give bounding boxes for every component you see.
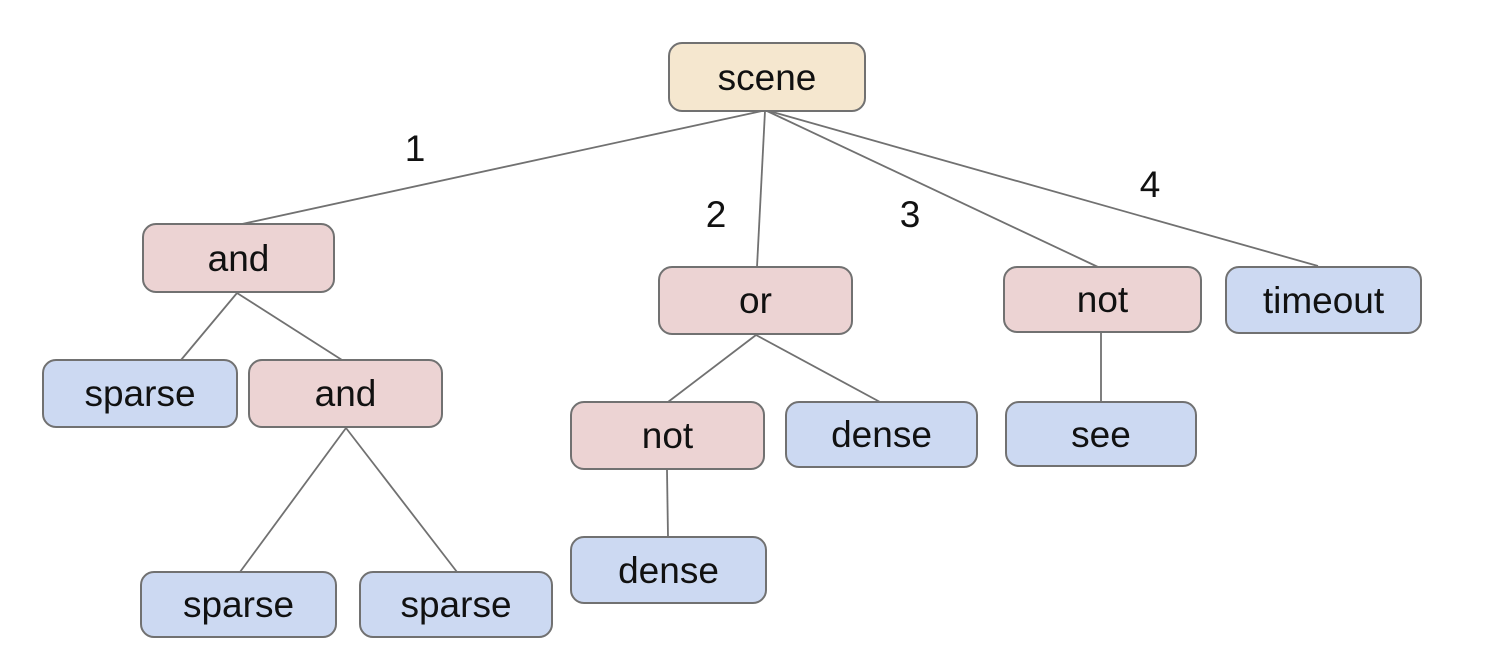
edge-label-2: 2 (706, 194, 727, 235)
node-or: or (658, 266, 853, 335)
node-sparse-1: sparse (42, 359, 238, 428)
edge-scene-timeout (768, 110, 1319, 267)
edge-label-1: 1 (405, 128, 426, 169)
node-dense-2: dense (570, 536, 767, 604)
node-sparse-2: sparse (140, 571, 337, 638)
edge-label-3: 3 (900, 194, 921, 235)
edge-and-sparse (180, 292, 238, 361)
node-and-1: and (142, 223, 335, 293)
node-scene: scene (668, 42, 866, 112)
edge-scene-or (756, 110, 766, 268)
edge-not2-dense2 (666, 469, 669, 538)
edge-scene-not (766, 110, 1099, 268)
edge-and2-sparse3 (345, 427, 458, 573)
node-and-2: and (248, 359, 443, 428)
node-dense-1: dense (785, 401, 978, 468)
node-see: see (1005, 401, 1197, 467)
edge-scene-and (241, 110, 763, 225)
node-sparse-3: sparse (359, 571, 553, 638)
edge-and2-sparse2 (239, 427, 347, 573)
edge-or-dense (755, 334, 881, 403)
node-not-1: not (1003, 266, 1202, 333)
edge-or-not (667, 334, 757, 403)
node-not-2: not (570, 401, 765, 470)
edge-and-and (236, 292, 343, 361)
edge-label-4: 4 (1140, 164, 1161, 205)
node-timeout: timeout (1225, 266, 1422, 334)
